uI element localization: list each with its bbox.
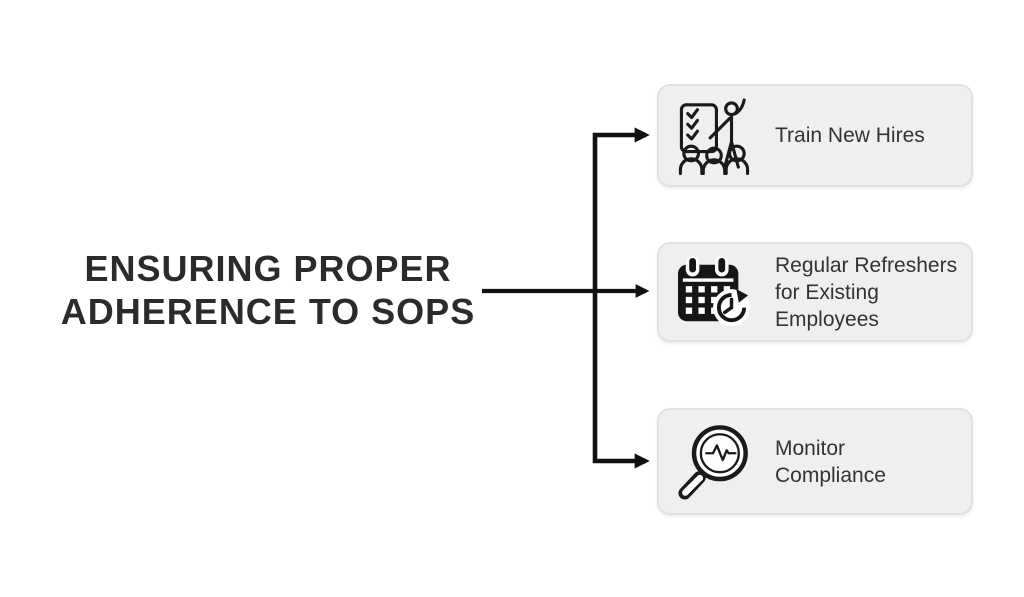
magnifier-pulse-icon — [673, 423, 755, 501]
card-monitor-compliance: Monitor Compliance — [657, 408, 973, 515]
training-presentation-icon — [673, 97, 755, 175]
card-regular-refreshers: Regular Refreshers for Existing Employee… — [657, 242, 973, 342]
card-train-new-hires: Train New Hires — [657, 84, 973, 187]
page-title-line1: ENSURING PROPER — [84, 248, 452, 289]
card-label: Monitor Compliance — [775, 436, 886, 487]
card-label: Regular Refreshers for Existing Employee… — [775, 253, 958, 331]
page-title-line2: ADHERENCE TO SOPS — [60, 291, 476, 332]
page-title: ENSURING PROPER ADHERENCE TO SOPS — [43, 247, 493, 333]
card-label: Train New Hires — [775, 124, 925, 147]
calendar-refresh-icon — [673, 256, 755, 328]
